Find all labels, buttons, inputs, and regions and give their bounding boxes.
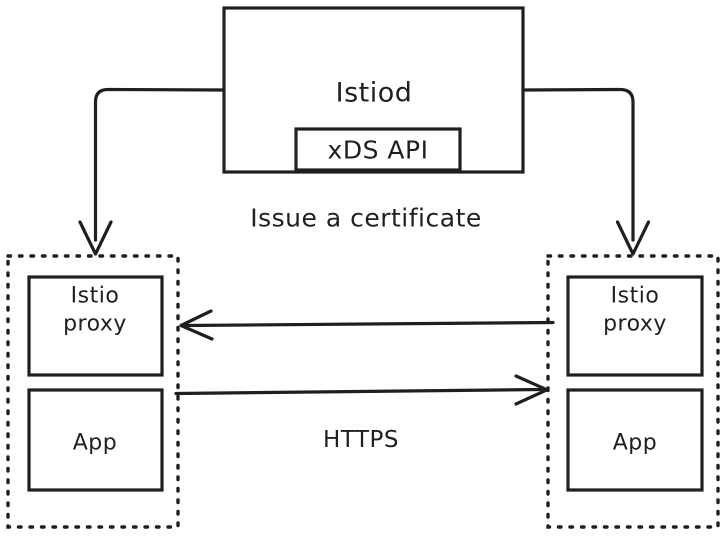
- https-arrow-rightward-line: [174, 387, 543, 396]
- left-istio-proxy-label-line1: Istio: [70, 283, 120, 309]
- https-arrow-rightward-head: [514, 374, 549, 406]
- left-istio-proxy-box: [27, 275, 164, 377]
- issue-certificate-label: Issue a certificate: [250, 203, 482, 233]
- left-istio-proxy-label: Istio proxy: [63, 283, 127, 338]
- right-istio-proxy-box: [566, 275, 704, 377]
- istiod-label: Istiod: [335, 77, 413, 109]
- xds-api-label: xDS API: [327, 135, 429, 165]
- connector-left-arrowhead: [78, 220, 113, 256]
- https-arrow-leftward-head: [179, 309, 214, 341]
- right-app-label: App: [612, 430, 658, 456]
- https-label: HTTPS: [323, 427, 399, 453]
- right-app-box: [566, 388, 704, 492]
- left-app-box: [27, 388, 164, 492]
- left-app-label: App: [72, 430, 118, 456]
- connector-left-line: [93, 87, 226, 242]
- connector-right-arrowhead: [615, 220, 651, 256]
- right-istio-proxy-label-line1: Istio: [610, 283, 660, 309]
- right-istio-proxy-label: Istio proxy: [603, 283, 667, 338]
- xds-api-box: [294, 127, 462, 172]
- https-arrow-leftward-line: [184, 320, 555, 328]
- connector-right-line: [521, 87, 635, 242]
- right-istio-proxy-label-line2: proxy: [603, 311, 667, 336]
- left-istio-proxy-label-line2: proxy: [63, 311, 127, 336]
